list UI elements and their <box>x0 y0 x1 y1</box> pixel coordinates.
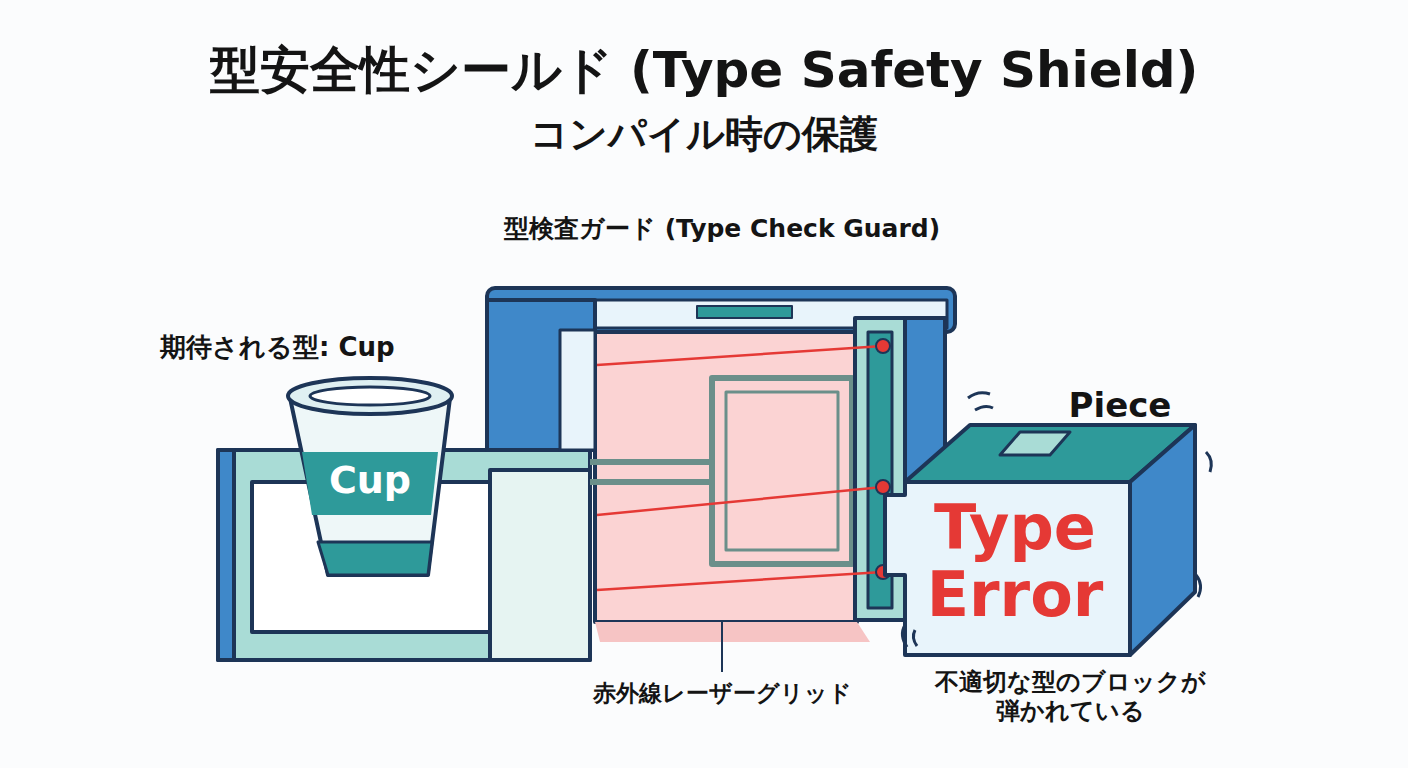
rejection-note: 不適切な型のブロックが 弾かれている <box>920 668 1220 726</box>
pillar-face <box>560 330 595 450</box>
indicator <box>697 306 792 318</box>
block-front <box>885 482 1130 655</box>
cup-text: Cup <box>300 458 440 504</box>
laser-label: 赤外線レーザーグリッド <box>572 680 872 708</box>
cup <box>290 398 450 575</box>
diagram-title: 型安全性シールド (Type Safety Shield) <box>0 40 1408 100</box>
laser-dot <box>876 480 890 494</box>
gate-bar <box>590 479 712 485</box>
gate-bar <box>590 459 712 465</box>
laser-field <box>595 330 857 622</box>
guard-node: 型検査ガード (Type Check Guard) <box>487 200 957 620</box>
laser-beam <box>597 346 883 365</box>
tray-edge <box>218 450 234 660</box>
laser-floor <box>595 622 870 642</box>
tray-side <box>490 470 590 660</box>
shake-mark <box>913 630 917 646</box>
guard-heading: 型検査ガード (Type Check Guard) <box>487 214 957 244</box>
shake-mark <box>968 393 990 398</box>
shake-mark <box>1206 452 1211 472</box>
expected-type-label: 期待される型: Cup <box>160 332 470 363</box>
leader-line <box>721 622 723 672</box>
shake-mark <box>1196 575 1201 597</box>
shake-mark <box>975 406 993 410</box>
error-text: Type Error <box>915 495 1115 629</box>
laser-beam <box>597 487 883 515</box>
shake-mark <box>902 625 907 647</box>
cup-rim <box>288 378 452 414</box>
piece-label: Piece <box>1060 385 1180 426</box>
cup-opening <box>310 387 430 405</box>
tray <box>218 450 590 660</box>
block-key <box>1000 432 1070 455</box>
gate-inner <box>726 392 838 550</box>
cup-node: 期待される型: CupCup <box>150 330 470 590</box>
block-node: PieceType Error <box>880 385 1210 665</box>
subtitle: コンパイル時の保護 <box>304 112 1104 158</box>
block-side <box>1130 425 1195 655</box>
laser-dot <box>876 339 890 353</box>
guard-pillar-left <box>487 300 595 450</box>
laser-beam <box>597 572 883 590</box>
cup-bottom <box>318 542 432 575</box>
gate-frame <box>712 378 852 564</box>
